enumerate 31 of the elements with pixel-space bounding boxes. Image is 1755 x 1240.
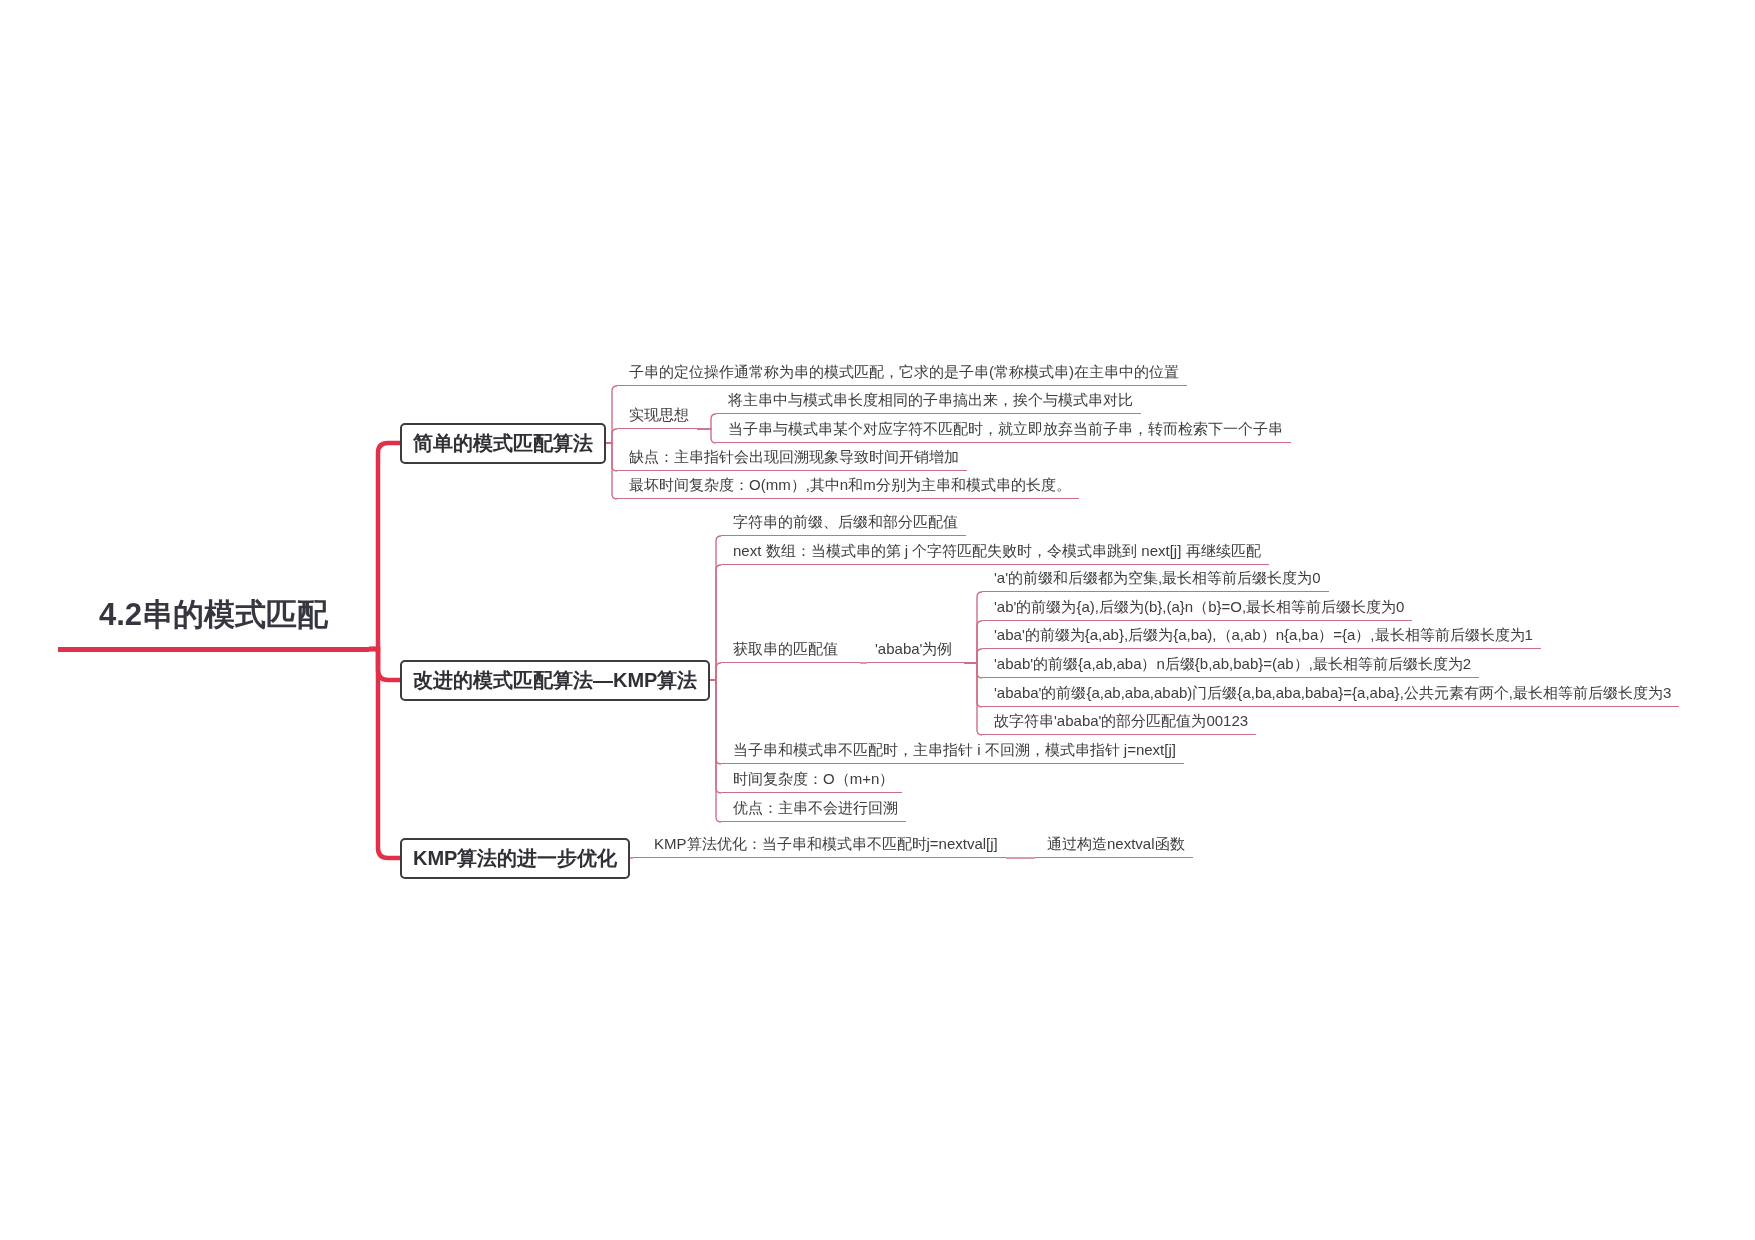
underlined-topic: 将主串中与模式串长度相同的子串搞出来，挨个与模式串对比 bbox=[716, 390, 1141, 415]
connector-line bbox=[1005, 857, 1036, 859]
underlined-topic: 实现思想 bbox=[617, 405, 697, 430]
underlined-topic: 'ababa'为例 bbox=[867, 639, 965, 664]
topic-box: 改进的模式匹配算法—KMP算法 bbox=[400, 659, 711, 701]
underlined-topic: 'ab'的前缀为{a),后缀为(b},(a}n（b}=O,最长相等前后缀长度为0 bbox=[982, 597, 1413, 622]
underlined-topic: 'abab'的前缀{a,ab,aba）n后缀{b,ab,bab}=(ab）,最长相等前后缀长度为2 bbox=[982, 654, 1480, 679]
underlined-topic: 当子串和模式串不匹配时，主串指针 i 不回溯，模式串指针 j=next[j] bbox=[721, 740, 1184, 765]
underlined-topic: 'a'的前缀和后缀都为空集,最长相等前后缀长度为0 bbox=[982, 568, 1329, 593]
topic-box: KMP算法的进一步优化 bbox=[400, 837, 631, 879]
underlined-topic: 故字符串'ababa'的部分匹配值为00123 bbox=[982, 711, 1257, 736]
underlined-topic: 当子串与模式串某个对应字符不匹配时，就立即放弃当前子串，转而检索下一个子串 bbox=[716, 419, 1291, 444]
underlined-topic: KMP算法优化：当子串和模式串不匹配时j=nextval[j] bbox=[633, 834, 1006, 859]
underlined-topic: 'aba'的前缀为{a,ab},后缀为{a,ba),（a,ab）n{a,ba）={a）,最长相等前后缀长度为1 bbox=[982, 625, 1541, 650]
connector-line bbox=[696, 428, 717, 444]
connector-line bbox=[629, 857, 634, 859]
topic-box: 简单的模式匹配算法 bbox=[400, 422, 606, 464]
branch-line bbox=[369, 646, 400, 861]
underlined-topic: 时间复杂度：O（m+n） bbox=[721, 769, 903, 794]
underlined-topic: 字符串的前缀、后缀和部分匹配值 bbox=[721, 512, 966, 537]
underlined-topic: 子串的定位操作通常称为串的模式匹配，它求的是子串(常称模式串)在主串中的位置 bbox=[617, 362, 1187, 387]
underlined-topic: 'ababa'的前缀{a,ab,aba,abab)门后缀{a,ba,aba,baba}={a,aba},公共元素有两个,最长相等前后缀长度为3 bbox=[982, 683, 1680, 708]
connector-line bbox=[859, 662, 868, 664]
connector-line bbox=[963, 662, 983, 736]
underlined-topic: 最坏时间复杂度：O(mm）,其中n和m分别为主串和模式串的长度。 bbox=[617, 475, 1079, 500]
underlined-topic: next 数组：当模式串的第 j 个字符匹配失败时，令模式串跳到 next[j] 再继续匹配 bbox=[721, 541, 1269, 566]
central-topic: 4.2串的模式匹配 bbox=[58, 595, 369, 652]
underlined-topic: 通过构造nextval函数 bbox=[1035, 834, 1193, 859]
underlined-topic: 获取串的匹配值 bbox=[721, 639, 860, 664]
underlined-topic: 缺点：主串指针会出现回溯现象导致时间开销增加 bbox=[617, 447, 967, 472]
underlined-topic: 优点：主串不会进行回溯 bbox=[721, 798, 906, 823]
